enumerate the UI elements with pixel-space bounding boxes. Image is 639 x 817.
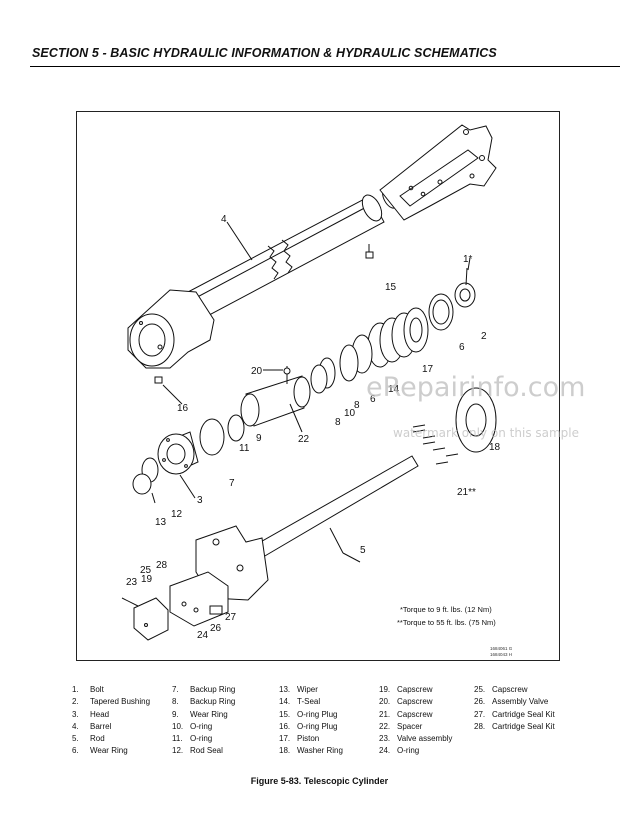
callout-23: 23 xyxy=(126,577,138,588)
callout-27: 27 xyxy=(225,612,237,623)
parts-legend: 1.Bolt 2.Tapered Bushing 3.Head 4.Barrel… xyxy=(72,685,612,765)
tapered-bushing xyxy=(428,267,476,331)
legend-item: 4.Barrel xyxy=(72,721,112,731)
legend-item: 7.Backup Ring xyxy=(172,685,236,694)
watermark-text: eRepairinfo.com xyxy=(366,372,585,403)
legend-item: 1.Bolt xyxy=(72,685,104,694)
legend-item: 3.Head xyxy=(72,709,110,719)
callout-6a: 6 xyxy=(459,342,465,353)
legend-item: 11.O-ring xyxy=(172,734,213,744)
callout-24: 24 xyxy=(197,630,209,641)
legend-item: 12.Rod Seal xyxy=(172,746,223,756)
backup-ring-7 xyxy=(199,418,225,456)
head xyxy=(157,431,199,475)
section-title: SECTION 5 - BASIC HYDRAULIC INFORMATION … xyxy=(32,46,497,60)
legend-item: 28.Cartridge Seal Kit xyxy=(474,721,555,731)
legend-item: 23.Valve assembly xyxy=(379,734,453,744)
legend-item: 8.Backup Ring xyxy=(172,697,236,707)
barrel-part xyxy=(127,124,497,369)
capscrews xyxy=(412,424,459,465)
callout-10: 10 xyxy=(344,408,356,419)
legend-item: 24.O-ring xyxy=(379,746,420,756)
legend-item: 13.Wiper xyxy=(279,685,318,694)
callout-28: 28 xyxy=(156,560,168,571)
legend-item: 26.Assembly Valve xyxy=(474,697,549,707)
callout-5: 5 xyxy=(360,545,366,556)
legend-item: 16.O-ring Plug xyxy=(279,721,338,731)
legend-item: 22.Spacer xyxy=(379,721,423,731)
valve-assembly xyxy=(121,571,229,641)
callout-13: 13 xyxy=(155,517,167,528)
legend-item: 20.Capscrew xyxy=(379,697,433,707)
callout-18: 18 xyxy=(489,442,501,453)
header-rule xyxy=(30,66,620,67)
o-ring-10 xyxy=(310,364,328,394)
legend-item: 17.Piston xyxy=(279,734,320,744)
callout-14: 14 xyxy=(388,384,400,395)
o-ring-plug-16 xyxy=(154,376,163,384)
legend-item: 18.Washer Ring xyxy=(279,746,343,756)
piston xyxy=(367,307,429,368)
callout-8b: 8 xyxy=(354,400,360,411)
callout-2: 2 xyxy=(481,331,487,342)
callout-15: 15 xyxy=(385,282,397,293)
callout-16: 16 xyxy=(177,403,189,414)
legend-column-2: 7.Backup Ring 8.Backup Ring 9.Wear Ring … xyxy=(172,685,235,759)
callout-26: 26 xyxy=(210,623,222,634)
spacer xyxy=(240,366,311,427)
torque-note-2: **Torque to 55 ft. lbs. (75 Nm) xyxy=(397,618,496,627)
drawing-number-2: 1684043 H xyxy=(490,652,512,657)
legend-column-5: 25.Capscrew 26.Assembly Valve 27.Cartrid… xyxy=(474,685,555,734)
legend-item: 9.Wear Ring xyxy=(172,709,228,719)
legend-item: 6.Wear Ring xyxy=(72,746,128,756)
callout-19: 19 xyxy=(141,574,153,585)
figure-caption: Figure 5-83. Telescopic Cylinder xyxy=(250,776,389,786)
wiper xyxy=(132,473,152,495)
callout-17: 17 xyxy=(422,364,434,375)
legend-item: 15.O-ring Plug xyxy=(279,709,338,719)
callout-6b: 6 xyxy=(370,394,376,405)
torque-note-1: *Torque to 9 ft. lbs. (12 Nm) xyxy=(400,605,492,614)
callout-22: 22 xyxy=(298,434,310,445)
callout-9: 9 xyxy=(256,433,262,444)
callout-3: 3 xyxy=(197,495,203,506)
legend-column-4: 19.Capscrew 20.Capscrew 21.Capscrew 22.S… xyxy=(379,685,452,759)
callout-20: 20 xyxy=(251,366,263,377)
legend-column-1: 1.Bolt 2.Tapered Bushing 3.Head 4.Barrel… xyxy=(72,685,150,759)
callout-25: 25 xyxy=(140,565,152,576)
figure-frame xyxy=(76,111,560,661)
legend-item: 2.Tapered Bushing xyxy=(72,697,151,707)
callout-11: 11 xyxy=(239,443,250,454)
wear-ring-9 xyxy=(227,414,245,442)
o-ring-plug-15 xyxy=(365,244,374,259)
callout-21: 21** xyxy=(457,487,476,498)
washer-ring xyxy=(455,387,497,453)
legend-item: 21.Capscrew xyxy=(379,709,433,719)
wear-ring-6 xyxy=(339,344,359,382)
callout-1: 1* xyxy=(463,254,473,265)
legend-column-3: 13.Wiper 14.T-Seal 15.O-ring Plug 16.O-r… xyxy=(279,685,343,759)
callout-8a: 8 xyxy=(335,417,341,428)
legend-item: 19.Capscrew xyxy=(379,685,433,694)
watermark-subtext: watermark only on this sample xyxy=(393,426,579,440)
callout-7: 7 xyxy=(229,478,235,489)
drawing-number-1: 1684061 G xyxy=(490,646,513,651)
callout-12: 12 xyxy=(171,509,183,520)
legend-item: 10.O-ring xyxy=(172,721,213,731)
legend-item: 25.Capscrew xyxy=(474,685,528,694)
legend-item: 27.Cartridge Seal Kit xyxy=(474,709,555,719)
legend-item: 14.T-Seal xyxy=(279,697,321,707)
legend-item: 5.Rod xyxy=(72,734,105,744)
callout-4: 4 xyxy=(221,214,227,225)
